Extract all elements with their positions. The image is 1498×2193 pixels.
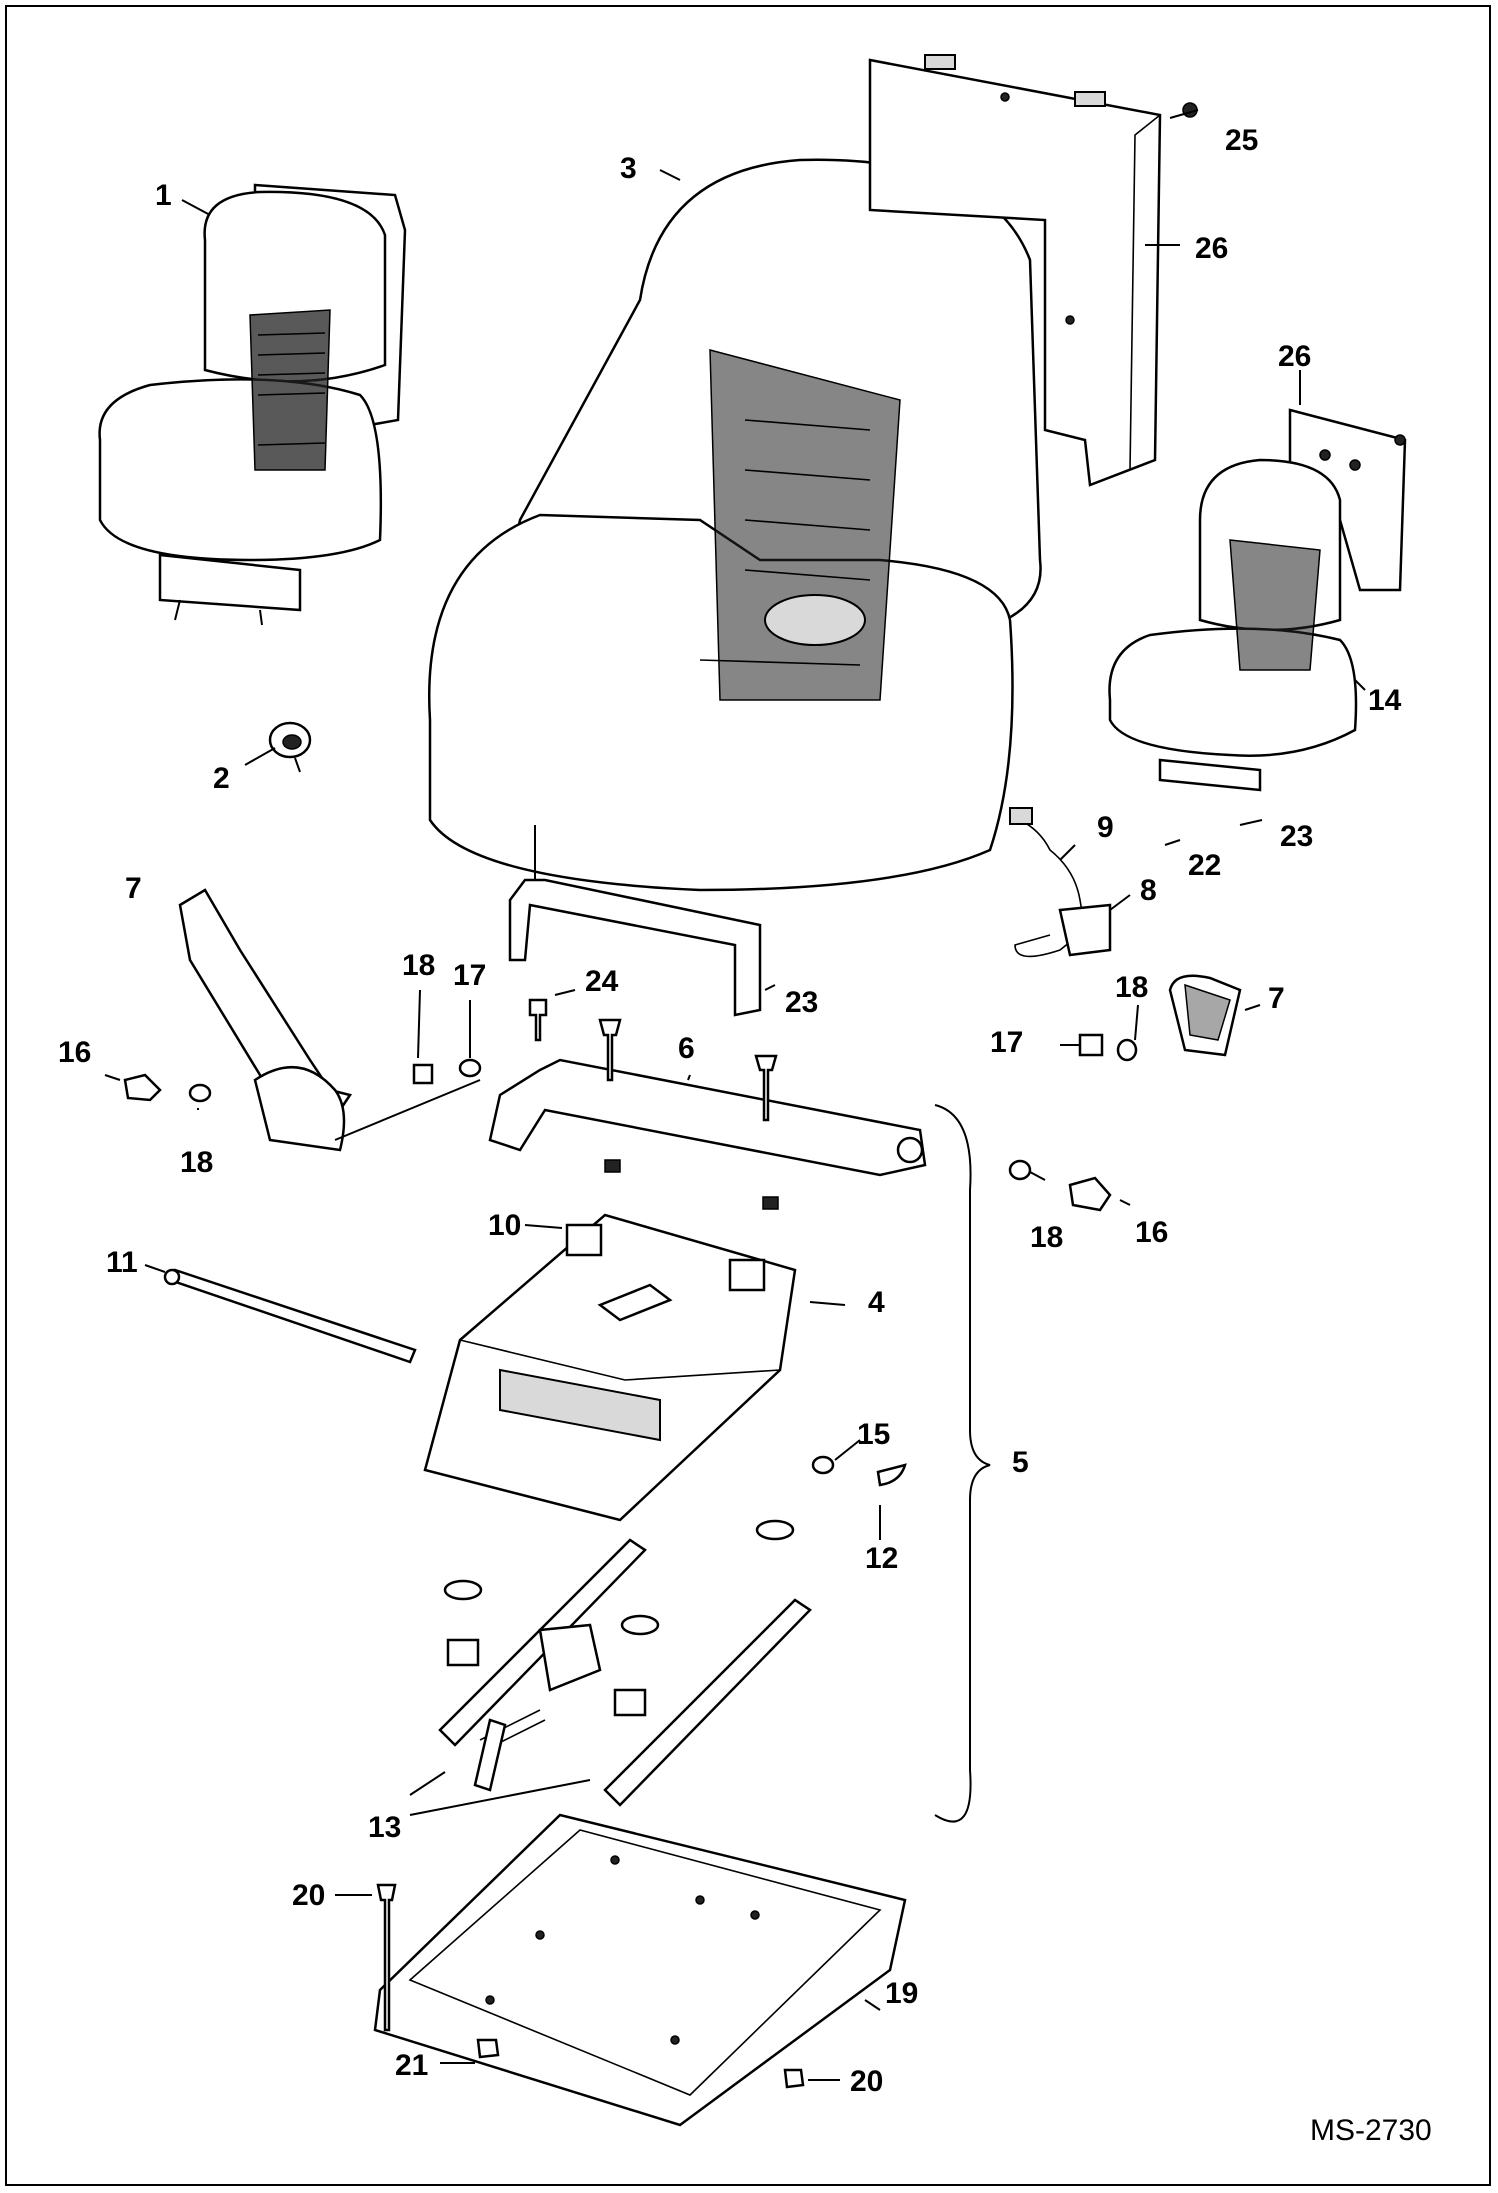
callout-22: 22 (1188, 849, 1221, 882)
callout-18-bottom-left: 18 (180, 1146, 213, 1179)
callout-13: 13 (368, 1811, 401, 1844)
callout-15: 15 (857, 1418, 890, 1451)
pin-12 (876, 1463, 907, 1487)
callout-12: 12 (865, 1542, 898, 1575)
hardware-right (1008, 1033, 1138, 1212)
callout-7-left: 7 (125, 872, 142, 905)
callout-20-left: 20 (292, 1879, 325, 1912)
callout-25: 25 (1225, 124, 1258, 157)
seat-bracket-center (508, 825, 762, 1017)
nut-20-right (783, 2068, 805, 2089)
callout-24: 24 (585, 965, 619, 998)
callout-9: 9 (1097, 811, 1114, 844)
bolt-20-left (376, 1883, 397, 2032)
callout-5: 5 (1012, 1446, 1029, 1479)
seat-slide-rails (438, 1538, 812, 1807)
document-number: MS-2730 (1310, 2114, 1432, 2147)
bolt-24 (528, 998, 548, 1042)
callout-18-bottom-right: 18 (1030, 1221, 1063, 1254)
callout-16-left: 16 (58, 1036, 91, 1069)
callout-18-top-right: 18 (1115, 971, 1148, 1004)
callout-3: 3 (620, 152, 637, 185)
callout-8: 8 (1140, 874, 1157, 907)
callout-20-right: 20 (850, 2065, 883, 2098)
belt-crossbar (488, 1058, 927, 1177)
callout-6: 6 (678, 1032, 695, 1065)
callout-21: 21 (395, 2049, 428, 2082)
crossbar-bolts (598, 1018, 779, 1210)
callout-2: 2 (213, 762, 230, 795)
mounting-base-plate (373, 1813, 907, 2127)
callout-7-right: 7 (1268, 982, 1285, 1015)
seat-assembly-small (98, 183, 407, 626)
seat-cushion-large (428, 158, 1042, 892)
callout-23-center: 23 (785, 986, 818, 1019)
isolators (443, 1519, 795, 1717)
callout-17-right: 17 (990, 1026, 1023, 1059)
pivot-rod (163, 1268, 417, 1364)
leader-lines (104, 109, 1366, 2081)
callout-18-top-left: 18 (402, 949, 435, 982)
group-bracket-5 (934, 1104, 991, 1823)
hardware-left (123, 1058, 482, 1103)
nut-21 (476, 2038, 500, 2059)
seat-assembly-compact (1108, 408, 1407, 792)
back-panel-large (868, 54, 1162, 487)
callout-17-left: 17 (453, 959, 486, 992)
callout-11: 11 (106, 1246, 138, 1279)
seat-belt-left (178, 888, 481, 1152)
callout-23-right: 23 (1280, 820, 1313, 853)
callout-26-right: 26 (1278, 340, 1311, 373)
wire-harness-switch (1009, 807, 1112, 958)
knob-part (268, 721, 312, 773)
callout-19: 19 (885, 1977, 918, 2010)
seat-suspension (423, 1213, 797, 1522)
seat-belt-buckle-right (1168, 974, 1242, 1057)
callout-26-top: 26 (1195, 232, 1228, 265)
callout-1: 1 (155, 179, 172, 212)
callout-14: 14 (1368, 684, 1402, 717)
callout-10: 10 (488, 1209, 521, 1242)
washer-15 (811, 1455, 835, 1475)
callout-4: 4 (868, 1286, 885, 1319)
callout-16-right: 16 (1135, 1216, 1168, 1249)
